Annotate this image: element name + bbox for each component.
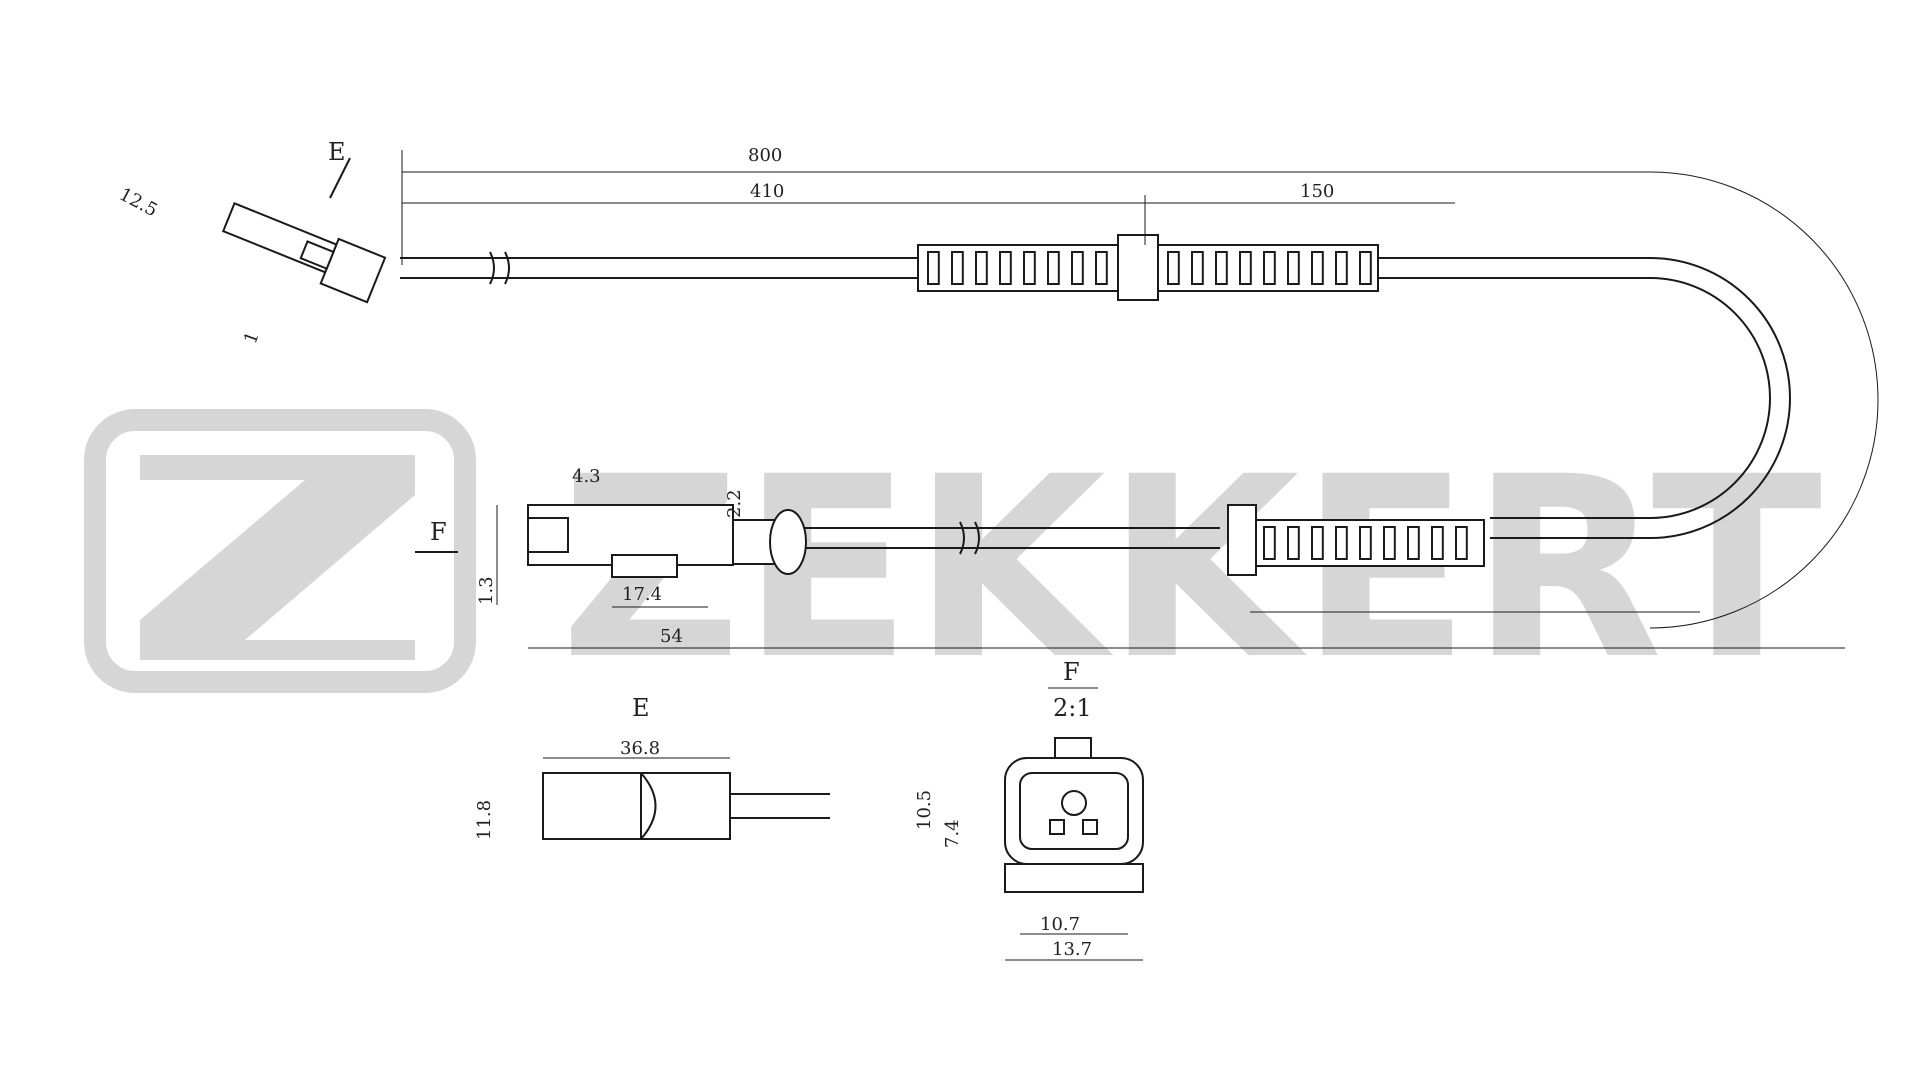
dim-4-3: 4.3: [572, 466, 601, 487]
cable-bend-inner: [1649, 277, 1771, 519]
watermark-brand-text: ZEKKERT: [560, 423, 1822, 714]
grommet-rib: [1023, 251, 1036, 285]
dim-10-7: 10.7: [1040, 914, 1080, 935]
sensor-tip: [299, 240, 335, 270]
grommet-center-clip: [1117, 234, 1159, 301]
grommet-rib: [1263, 251, 1276, 285]
grommet-rib: [1311, 251, 1324, 285]
grommet-rib: [1383, 526, 1396, 560]
grommet-rib: [1335, 251, 1348, 285]
dim-410: 410: [750, 181, 784, 202]
dim-13-7: 13.7: [1052, 939, 1092, 960]
view-e-connector: [542, 772, 642, 840]
grommet-rib: [1095, 251, 1108, 285]
dim-2-2: 2.2: [724, 489, 745, 518]
view-f-pin: [1061, 790, 1087, 816]
grommet-rib: [1407, 526, 1420, 560]
grommet-rib: [1311, 526, 1324, 560]
dimension-lines: [401, 150, 1879, 649]
dim-11-8: 11.8: [474, 800, 495, 840]
dim-arc-800: [1649, 171, 1879, 629]
dim-17-4: 17.4: [622, 584, 662, 605]
view-f: F 2:1 10.5 7.4 10.7 13.7: [914, 658, 1144, 961]
grommet-rib: [1071, 251, 1084, 285]
f-connector-latch: [611, 554, 678, 578]
cable-bend-outer: [1649, 257, 1791, 539]
sensor-head: [221, 202, 387, 304]
dim-1: 1: [240, 329, 264, 347]
view-e-boot: [638, 772, 731, 840]
dim-800: 800: [748, 145, 782, 166]
f-connector-nose: [527, 517, 569, 553]
view-f-base: [1004, 863, 1144, 893]
dim-12-5: 12.5: [116, 184, 161, 221]
dim-150: 150: [1300, 181, 1334, 202]
grommet-rib: [1215, 251, 1228, 285]
grommet-rib: [1359, 251, 1372, 285]
lower-grommet-collar: [1227, 504, 1257, 576]
dim-10-5: 10.5: [914, 790, 935, 830]
view-f-title: F: [1063, 658, 1080, 686]
watermark-logo-z: [140, 455, 415, 660]
view-f-terminal-right: [1082, 819, 1098, 835]
grommet-rib: [1263, 526, 1276, 560]
cable-break-mark: [489, 251, 510, 285]
view-f-terminal-left: [1049, 819, 1065, 835]
grommet-rib: [1047, 251, 1060, 285]
view-arrow-f-label: F: [430, 518, 447, 546]
view-f-scale: 2:1: [1053, 694, 1092, 722]
grommet-rib: [1335, 526, 1348, 560]
f-end-connector: [527, 504, 807, 578]
view-f-key: [1054, 737, 1092, 759]
view-e-title: E: [632, 694, 650, 722]
grommet-rib: [1431, 526, 1444, 560]
watermark-logo-frame: [84, 409, 476, 693]
grommet-rib: [1239, 251, 1252, 285]
view-arrow-e: [329, 157, 351, 199]
dim-1-3: 1.3: [476, 576, 497, 605]
grommet-rib: [1167, 251, 1180, 285]
grommet-rib: [1287, 526, 1300, 560]
grommet-rib: [999, 251, 1012, 285]
dim-36-8: 36.8: [620, 738, 660, 759]
zekkert-watermark: ZEKKERT: [84, 409, 1822, 714]
top-grommet: [917, 234, 1379, 301]
grommet-rib: [1287, 251, 1300, 285]
grommet-rib: [975, 251, 988, 285]
view-arrow-e-label: E: [328, 138, 346, 166]
dim-7-4: 7.4: [942, 819, 963, 848]
grommet-rib: [1191, 251, 1204, 285]
grommet-rib: [1359, 526, 1372, 560]
f-connector-boot: [769, 509, 807, 575]
dim-54: 54: [660, 626, 683, 647]
cable-break-mark-lower: [959, 521, 980, 555]
view-e: E 36.8 11.8: [474, 694, 830, 840]
grommet-rib: [951, 251, 964, 285]
lower-grommet: [1227, 504, 1485, 576]
grommet-rib: [1455, 526, 1468, 560]
grommet-rib: [927, 251, 940, 285]
